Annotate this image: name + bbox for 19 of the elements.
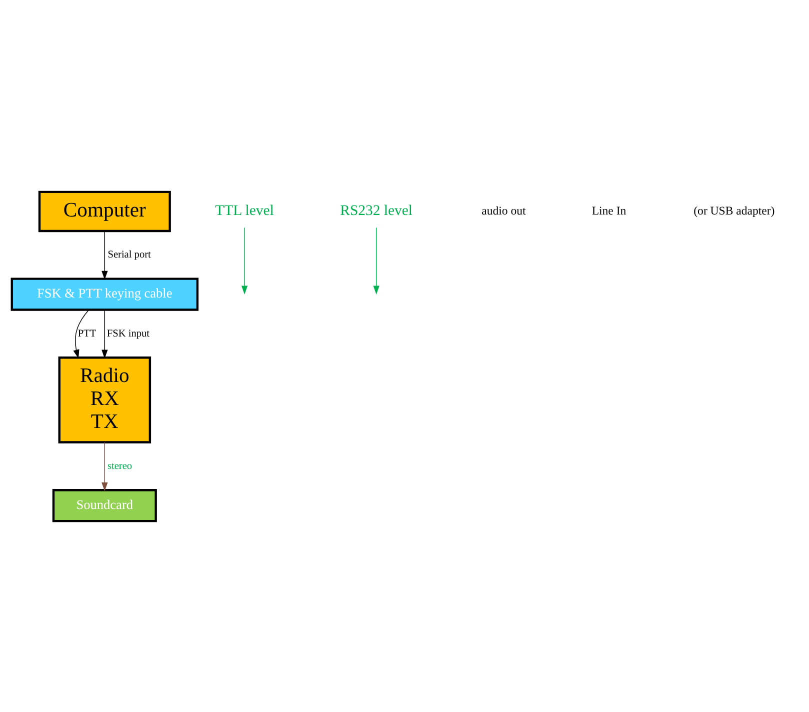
arrow — [373, 226, 380, 294]
node-box: Radio RX TX — [58, 356, 152, 443]
edge-label: PTT — [78, 328, 96, 339]
arrow — [102, 442, 108, 491]
edge-label: FSK input — [106, 328, 150, 339]
node-text: RS232 level — [340, 202, 413, 219]
node-box: FSK & PTT keying cable — [10, 277, 199, 310]
arrow — [73, 308, 90, 358]
arrow — [102, 309, 108, 358]
arrow — [102, 230, 108, 280]
arrow — [241, 226, 248, 294]
node-box: Soundcard — [52, 488, 157, 522]
edge-label: Serial port — [108, 249, 151, 260]
node-box: Computer — [38, 190, 171, 232]
node-text: TTL level — [215, 202, 274, 219]
label: Line In — [592, 204, 626, 217]
label: audio out — [482, 204, 526, 217]
label: (or USB adapter) — [694, 204, 775, 217]
edge-label: stereo — [107, 460, 132, 472]
